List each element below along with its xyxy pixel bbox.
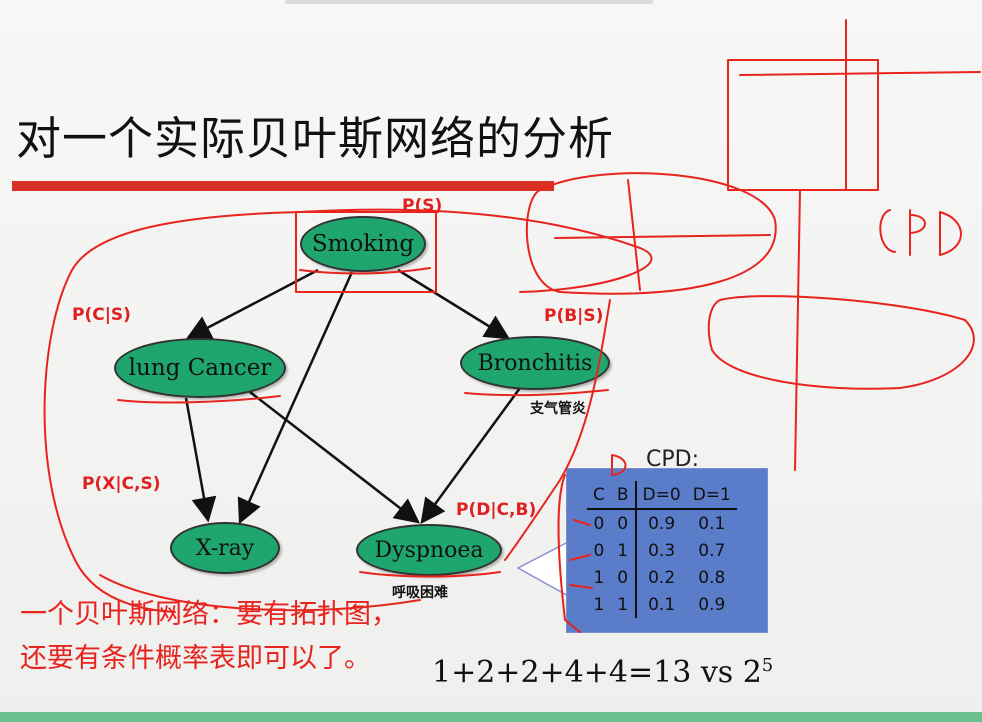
cpd-table: C B D=0 D=1 0 0 0.9 0.1 0 1 0.3 0.7 1 0 …	[587, 481, 737, 618]
bronchitis-cn-label: 支气管炎	[530, 401, 586, 417]
edge-smoking-bronchitis	[397, 268, 511, 340]
ink-d-mark	[611, 454, 627, 476]
ink-dyspnoea-underline	[359, 571, 501, 578]
node-smoking: Smoking	[300, 216, 426, 272]
ink-cpd-letters	[879, 209, 962, 256]
cpd-header-c: C	[587, 481, 611, 510]
ink-cpd-bracket	[557, 474, 581, 633]
cpd-header-d0: D=0	[635, 481, 687, 510]
ink-row-marks	[569, 519, 593, 589]
cpd-cell: 0.8	[698, 567, 726, 588]
top-bar	[285, 0, 653, 4]
slide-title: 对一个实际贝叶斯网络的分析	[16, 112, 615, 165]
cpd-cell: 0	[610, 564, 637, 591]
ink-loop-right	[504, 299, 611, 561]
cpd-cell: 0	[593, 513, 605, 534]
cpd-cell: 0.3	[648, 540, 676, 561]
prob-label-x-given-cs: P(X|C,S)	[82, 474, 161, 494]
formula-text: 1+2+2+4+4=13 vs 2	[432, 655, 762, 690]
ink-cancer-underline	[117, 395, 281, 404]
title-underline-bar	[12, 181, 554, 191]
dyspnoea-cn-label: 呼吸困难	[392, 585, 448, 601]
ink-loop-top	[299, 208, 653, 293]
ink-box-smoking	[295, 211, 437, 293]
parameter-count-formula: 1+2+2+4+4=13 vs 25	[432, 655, 773, 690]
ink-bs-oval	[707, 295, 975, 390]
prob-label-d-given-cb: P(D|C,B)	[456, 500, 537, 520]
table-row: 0 1 0.3 0.7	[587, 537, 737, 564]
cpd-label: CPD:	[646, 447, 699, 472]
cpd-cell: 0.2	[648, 567, 676, 588]
cpd-cell: 0.1	[648, 594, 676, 615]
ink-lower-loop	[99, 574, 421, 612]
ink-h-line	[739, 71, 981, 76]
ink-circle-sd	[525, 172, 777, 295]
ink-big-loop	[43, 211, 301, 613]
cpd-header-d1: D=1	[686, 481, 737, 510]
note-line-2: 还要有条件概率表即可以了。	[20, 643, 371, 674]
note-line-1: 一个贝叶斯网络：要有拓扑图，	[20, 599, 398, 630]
cpd-cell: 0	[593, 540, 605, 561]
ink-sd-divider	[627, 179, 641, 291]
cpd-cell: 0.9	[648, 513, 676, 534]
ink-sd-hline	[554, 234, 771, 239]
ink-long-vline	[794, 189, 801, 471]
edge-smoking-xray	[237, 271, 354, 525]
ink-smoking-underline	[299, 267, 431, 275]
cpd-cell: 0.7	[698, 540, 726, 561]
cpd-cell: 0.1	[698, 513, 726, 534]
cpd-cell: 1	[593, 594, 605, 615]
formula-exponent: 5	[761, 655, 774, 676]
cpd-cell: 1	[593, 567, 605, 588]
ink-table-right	[727, 59, 879, 191]
node-bronchitis: Bronchitis	[460, 336, 610, 390]
bottom-bar	[0, 712, 982, 722]
cpd-header-row: C B D=0 D=1	[587, 481, 737, 510]
edge-cancer-dyspnoea	[249, 391, 420, 524]
edge-cancer-xray	[184, 397, 217, 523]
cpd-table-box: C B D=0 D=1 0 0 0.9 0.1 0 1 0.3 0.7 1 0 …	[566, 468, 768, 633]
cpd-cell: 0	[610, 509, 637, 537]
table-row: 1 0 0.2 0.8	[587, 564, 737, 591]
prob-label-b-given-s: P(B|S)	[544, 306, 604, 326]
edge-bronchitis-dyspnoea	[420, 387, 522, 525]
table-row: 1 1 0.1 0.9	[587, 591, 737, 618]
cpd-cell: 1	[610, 591, 637, 618]
node-lung-cancer: lung Cancer	[114, 338, 286, 398]
node-xray: X-ray	[170, 522, 280, 574]
cpd-cell: 0.9	[698, 594, 726, 615]
node-dyspnoea: Dyspnoea	[356, 524, 502, 576]
prob-label-c-given-s: P(C|S)	[72, 305, 131, 325]
table-row: 0 0 0.9 0.1	[587, 509, 737, 537]
cpd-cell: 1	[610, 537, 637, 564]
cpd-header-b: B	[610, 481, 637, 510]
ink-bronchitis-underline	[464, 389, 609, 397]
